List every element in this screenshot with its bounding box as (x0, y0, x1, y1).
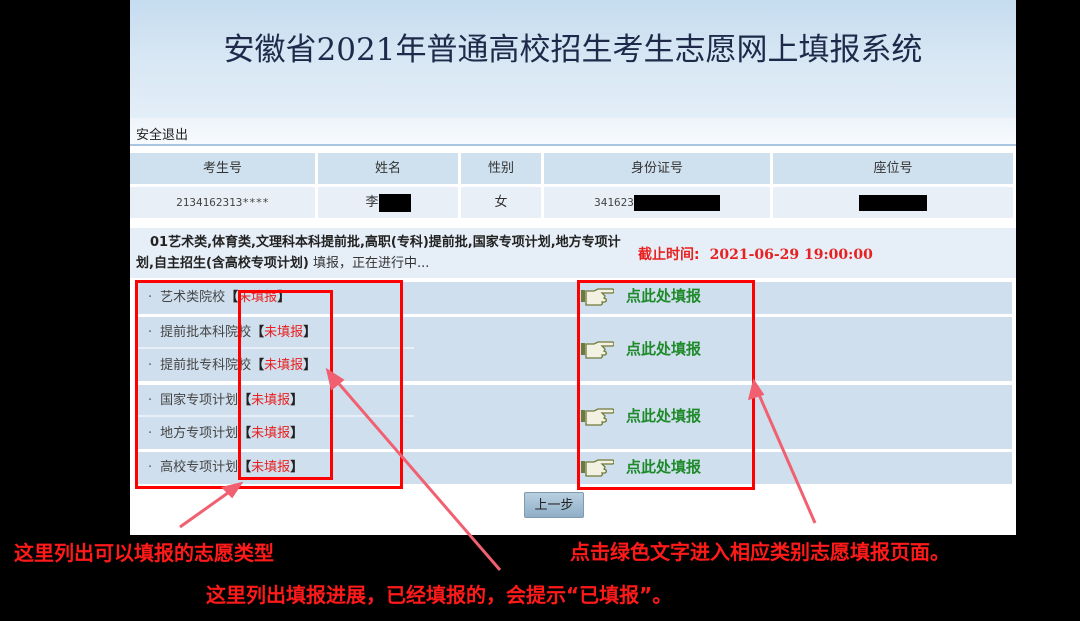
fill-link-label[interactable]: 点此处填报 (626, 340, 702, 358)
gender-value: 女 (461, 187, 541, 218)
pointing-hand-icon (581, 408, 614, 426)
previous-step-button[interactable]: 上一步 (524, 492, 584, 518)
page-container: 安徽省2021年普通高校招生考生志愿网上填报系统 安全退出 考生号 姓名 性别 … (130, 0, 1016, 535)
category-item-university-plan: ·高校专项计划【未填报】 (136, 452, 414, 484)
status-badge: 未填报 (251, 393, 291, 408)
column-header-name: 姓名 (318, 153, 458, 184)
redaction-block (859, 194, 927, 211)
deadline: 截止时间: 2021-06-29 19:00:00 (638, 244, 873, 264)
banner: 安徽省2021年普通高校招生考生志愿网上填报系统 (130, 0, 1016, 118)
filing-notice: 01艺术类,体育类,文理科本科提前批,高职(专科)提前批,国家专项计划,地方专项… (130, 228, 1016, 278)
annotation-progress-note: 这里列出填报进展，已经填报的，会提示“已填报”。 (206, 583, 673, 607)
fill-link-label[interactable]: 点此处填报 (626, 407, 702, 425)
notice-status: 填报，正在进行中... (308, 256, 430, 271)
id-number-value: 341623 (594, 196, 634, 209)
fill-link-art[interactable]: 点此处填报 (580, 285, 701, 307)
category-label: 地方专项计划 (160, 426, 239, 441)
fill-link-label[interactable]: 点此处填报 (626, 458, 702, 476)
annotation-types-note: 这里列出可以填报的志愿类型 (14, 541, 274, 565)
status-badge: 未填报 (264, 325, 304, 340)
column-header-gender: 性别 (461, 153, 541, 184)
pointing-hand-icon (581, 459, 614, 477)
id-number-cell: 341623 (544, 187, 770, 218)
category-label: 国家专项计划 (160, 393, 239, 408)
fill-link-label[interactable]: 点此处填报 (626, 287, 702, 305)
status-badge: 未填报 (251, 426, 291, 441)
seat-number-cell (773, 187, 1013, 218)
deadline-value: 2021-06-29 19:00:00 (709, 247, 873, 263)
column-header-exam-number: 考生号 (130, 153, 315, 184)
status-badge: 未填报 (238, 290, 278, 305)
logout-link[interactable]: 安全退出 (136, 128, 189, 143)
status-badge: 未填报 (251, 460, 291, 475)
category-item-art: ·艺术类院校【未填报】 (136, 282, 414, 314)
exam-number-value: 2134162313**** (130, 187, 315, 218)
category-item-early-undergrad: ·提前批本科院校【未填报】 (136, 317, 414, 349)
category-label: 高校专项计划 (160, 460, 239, 475)
redaction-block (633, 194, 720, 211)
category-label: 提前批专科院校 (160, 358, 252, 373)
redaction-block (378, 193, 411, 212)
column-header-seat-number: 座位号 (773, 153, 1013, 184)
name-cell: 李 (318, 187, 458, 218)
category-item-early-vocational: ·提前批专科院校【未填报】 (136, 351, 414, 381)
name-value: 李 (365, 195, 379, 210)
column-header-id-number: 身份证号 (544, 153, 770, 184)
annotation-green-note: 点击绿色文字进入相应类别志愿填报页面。 (570, 540, 950, 564)
category-item-local-plan: ·地方专项计划【未填报】 (136, 419, 414, 449)
notice-text: 01艺术类,体育类,文理科本科提前批,高职(专科)提前批,国家专项计划,地方专项… (136, 232, 631, 274)
fill-link-special-plans[interactable]: 点此处填报 (580, 405, 701, 427)
page-title: 安徽省2021年普通高校招生考生志愿网上填报系统 (223, 32, 923, 68)
fill-link-university-plan[interactable]: 点此处填报 (580, 456, 701, 478)
pointing-hand-icon (581, 341, 614, 359)
fill-link-early-batch[interactable]: 点此处填报 (580, 338, 701, 360)
category-label: 提前批本科院校 (160, 325, 252, 340)
top-bar: 安全退出 (130, 118, 1016, 146)
category-label: 艺术类院校 (160, 290, 226, 305)
status-badge: 未填报 (264, 358, 304, 373)
notice-categories: 01艺术类,体育类,文理科本科提前批,高职(专科)提前批,国家专项计划,地方专项… (136, 235, 621, 271)
category-item-national-plan: ·国家专项计划【未填报】 (136, 385, 414, 417)
deadline-label: 截止时间: (638, 247, 700, 263)
pointing-hand-icon (581, 288, 614, 306)
